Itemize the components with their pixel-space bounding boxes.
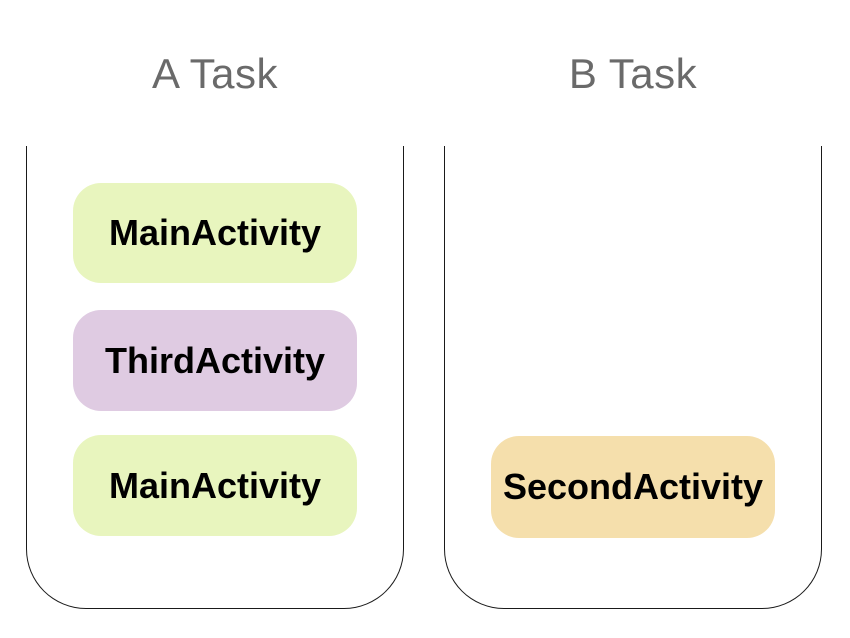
task-a-container: MainActivity ThirdActivity MainActivity — [26, 146, 404, 609]
activity-box-second-activity: SecondActivity — [491, 436, 775, 538]
activity-box-main-activity-top: MainActivity — [73, 183, 357, 283]
task-b-container: SecondActivity — [444, 146, 822, 609]
activity-box-main-activity-bottom: MainActivity — [73, 435, 357, 536]
activity-box-third-activity: ThirdActivity — [73, 310, 357, 411]
task-a-title: A Task — [152, 50, 278, 97]
task-b-title: B Task — [568, 50, 698, 97]
